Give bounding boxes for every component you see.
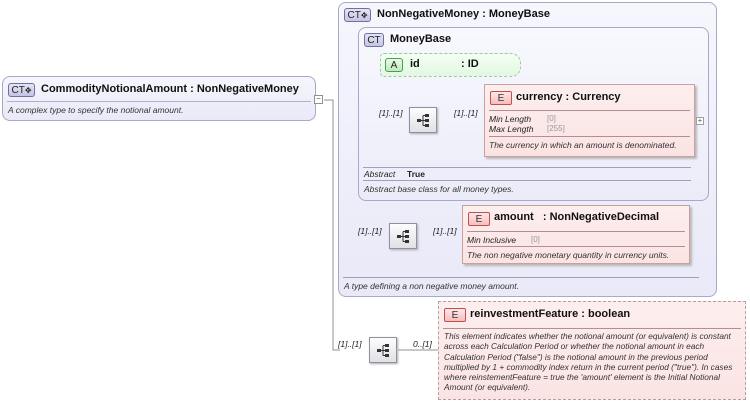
id-attribute-type: : ID — [461, 58, 479, 70]
facet-value: [0] — [547, 114, 556, 123]
element-icon: E — [444, 308, 466, 322]
reinvestment-cardinality: 0..[1] — [413, 339, 432, 349]
facet-label: Min Length — [489, 114, 532, 124]
amount-element[interactable]: E amount : NonNegativeDecimal Min Inclus… — [462, 205, 690, 264]
abstract-value: True — [407, 169, 425, 179]
currency-cardinality: [1]..[1] — [454, 108, 478, 118]
abstract-label: Abstract — [364, 169, 396, 179]
amount-cardinality: [1]..[1] — [433, 226, 457, 236]
facet-label: Min Inclusive — [467, 235, 517, 245]
sequence-icon — [377, 344, 389, 357]
complex-type-icon: CT✥ — [344, 8, 371, 22]
root-title: CommodityNotionalAmount : NonNegativeMon… — [41, 83, 299, 95]
currency-description: The currency in which an amount is denom… — [489, 140, 677, 150]
root-description: A complex type to specify the notional a… — [8, 105, 184, 115]
moneybase-sequence-cardinality: [1]..[1] — [379, 108, 403, 118]
currency-title: currency : Currency — [516, 91, 621, 103]
moneybase-description: Abstract base class for all money types. — [364, 184, 514, 194]
nonnegativemoney-title: NonNegativeMoney : MoneyBase — [377, 8, 550, 20]
id-attribute-name: id — [410, 58, 420, 70]
reinvestmentfeature-element[interactable]: E reinvestmentFeature : boolean This ele… — [438, 301, 746, 400]
nonnegativemoney-sequence-cardinality: [1]..[1] — [358, 226, 382, 236]
complex-type-icon: CT✥ — [8, 83, 35, 97]
sequence-compositor-icon[interactable] — [369, 337, 397, 363]
reinvestmentfeature-title: reinvestmentFeature : boolean — [470, 308, 631, 320]
attribute-icon: A — [385, 58, 403, 72]
moneybase-title: MoneyBase — [390, 33, 452, 45]
sequence-compositor-icon[interactable] — [409, 107, 437, 133]
amount-description: The non negative monetary quantity in cu… — [467, 250, 670, 260]
facet-label: Max Length — [489, 124, 534, 134]
element-icon: E — [490, 91, 512, 105]
nonnegativemoney-description: A type defining a non negative money amo… — [344, 281, 519, 291]
facet-value: [0] — [531, 235, 540, 244]
root-expand-toggle[interactable]: − — [314, 95, 323, 104]
root-sequence-cardinality: [1]..[1] — [338, 339, 362, 349]
facet-value: [255] — [547, 124, 565, 133]
sequence-icon — [397, 230, 409, 243]
root-complex-type[interactable]: CT✥ CommodityNotionalAmount : NonNegativ… — [2, 76, 316, 121]
complex-type-icon: CT — [364, 33, 384, 47]
sequence-icon — [417, 114, 429, 127]
amount-title: amount : NonNegativeDecimal — [494, 211, 660, 223]
currency-element[interactable]: E currency : Currency Min Length [0] Max… — [484, 84, 695, 157]
id-attribute[interactable]: A id : ID — [380, 53, 521, 77]
reinvestmentfeature-description: This element indicates whether the notio… — [444, 331, 733, 393]
currency-expand-toggle[interactable]: + — [696, 116, 704, 125]
sequence-compositor-icon[interactable] — [389, 223, 417, 249]
element-icon: E — [468, 212, 490, 226]
